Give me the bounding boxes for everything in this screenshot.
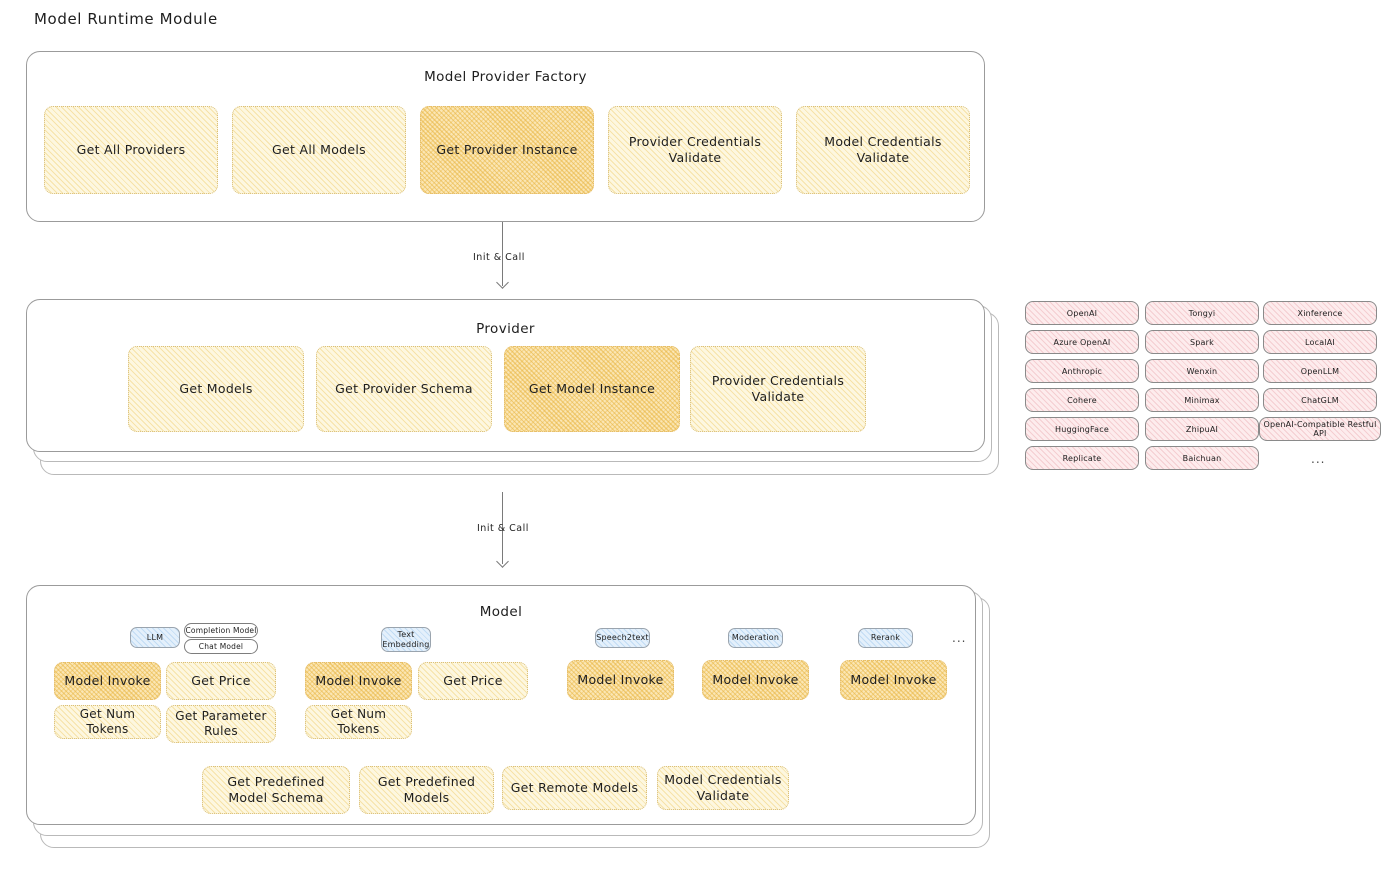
- provider-box-get-models[interactable]: Get Models: [128, 346, 304, 432]
- arrow-factory-to-provider-label: Init & Call: [473, 252, 525, 263]
- text-embedding-method-model-invoke[interactable]: Model Invoke: [305, 662, 412, 700]
- provider-box-get-provider-schema[interactable]: Get Provider Schema: [316, 346, 492, 432]
- provider-chip-huggingface[interactable]: HuggingFace: [1025, 417, 1139, 441]
- provider-list-more-ellipsis: ...: [1311, 452, 1326, 466]
- provider-chip-openllm[interactable]: OpenLLM: [1263, 359, 1377, 383]
- text-embedding-method-get-price[interactable]: Get Price: [418, 662, 528, 700]
- model-type-chip-rerank[interactable]: Rerank: [858, 628, 913, 648]
- provider-chip-minimax[interactable]: Minimax: [1145, 388, 1259, 412]
- provider-chip-tongyi[interactable]: Tongyi: [1145, 301, 1259, 325]
- model-provider-factory-title: Model Provider Factory: [424, 69, 587, 85]
- provider-chip-localai[interactable]: LocalAI: [1263, 330, 1377, 354]
- factory-box-model-credentials-validate[interactable]: Model Credentials Validate: [796, 106, 970, 194]
- arrow-provider-to-model-head: [496, 555, 509, 568]
- llm-method-model-invoke[interactable]: Model Invoke: [54, 662, 161, 700]
- model-types-more-ellipsis: ...: [952, 631, 967, 645]
- provider-chip-openai-compatible-restful-api[interactable]: OpenAI-Compatible Restful API: [1259, 417, 1381, 441]
- arrow-provider-to-model-label: Init & Call: [477, 523, 529, 534]
- provider-title: Provider: [476, 321, 535, 337]
- provider-box-get-model-instance[interactable]: Get Model Instance: [504, 346, 680, 432]
- model-common-get-predefined-model-schema[interactable]: Get Predefined Model Schema: [202, 766, 350, 814]
- text-embedding-method-get-num-tokens[interactable]: Get Num Tokens: [305, 705, 412, 739]
- factory-box-provider-credentials-validate[interactable]: Provider Credentials Validate: [608, 106, 782, 194]
- arrow-factory-to-provider-line: [502, 222, 504, 286]
- provider-chip-anthropic[interactable]: Anthropic: [1025, 359, 1139, 383]
- model-type-chip-text-embedding[interactable]: Text Embedding: [381, 627, 431, 652]
- model-subtype-chip-chat-model[interactable]: Chat Model: [184, 639, 258, 654]
- factory-box-get-all-providers[interactable]: Get All Providers: [44, 106, 218, 194]
- model-common-get-predefined-models[interactable]: Get Predefined Models: [359, 766, 494, 814]
- provider-chip-replicate[interactable]: Replicate: [1025, 446, 1139, 470]
- model-common-get-remote-models[interactable]: Get Remote Models: [502, 766, 647, 810]
- provider-chip-cohere[interactable]: Cohere: [1025, 388, 1139, 412]
- factory-box-get-all-models[interactable]: Get All Models: [232, 106, 406, 194]
- provider-chip-spark[interactable]: Spark: [1145, 330, 1259, 354]
- rerank-method-model-invoke[interactable]: Model Invoke: [840, 660, 947, 700]
- speech2text-method-model-invoke[interactable]: Model Invoke: [567, 660, 674, 700]
- provider-chip-chatglm[interactable]: ChatGLM: [1263, 388, 1377, 412]
- provider-chip-openai[interactable]: OpenAI: [1025, 301, 1139, 325]
- model-title: Model: [479, 604, 523, 620]
- moderation-method-model-invoke[interactable]: Model Invoke: [702, 660, 809, 700]
- provider-chip-azure-openai[interactable]: Azure OpenAI: [1025, 330, 1139, 354]
- provider-chip-xinference[interactable]: Xinference: [1263, 301, 1377, 325]
- model-type-chip-speech2text[interactable]: Speech2text: [595, 628, 650, 648]
- arrow-provider-to-model-line: [502, 492, 504, 564]
- provider-chip-zhipuai[interactable]: ZhipuAI: [1145, 417, 1259, 441]
- llm-method-get-num-tokens[interactable]: Get Num Tokens: [54, 705, 161, 739]
- page-title: Model Runtime Module: [34, 10, 218, 28]
- provider-chip-wenxin[interactable]: Wenxin: [1145, 359, 1259, 383]
- factory-box-get-provider-instance[interactable]: Get Provider Instance: [420, 106, 594, 194]
- provider-chip-baichuan[interactable]: Baichuan: [1145, 446, 1259, 470]
- model-subtype-chip-completion-model[interactable]: Completion Model: [184, 623, 258, 638]
- llm-method-get-price[interactable]: Get Price: [166, 662, 276, 700]
- model-type-chip-llm[interactable]: LLM: [130, 627, 180, 648]
- model-type-chip-moderation[interactable]: Moderation: [728, 628, 783, 648]
- llm-method-get-parameter-rules[interactable]: Get Parameter Rules: [166, 705, 276, 743]
- provider-box-provider-credentials-validate[interactable]: Provider Credentials Validate: [690, 346, 866, 432]
- arrow-factory-to-provider-head: [496, 276, 509, 289]
- model-panel: [26, 585, 976, 825]
- model-common-model-credentials-validate[interactable]: Model Credentials Validate: [657, 766, 789, 810]
